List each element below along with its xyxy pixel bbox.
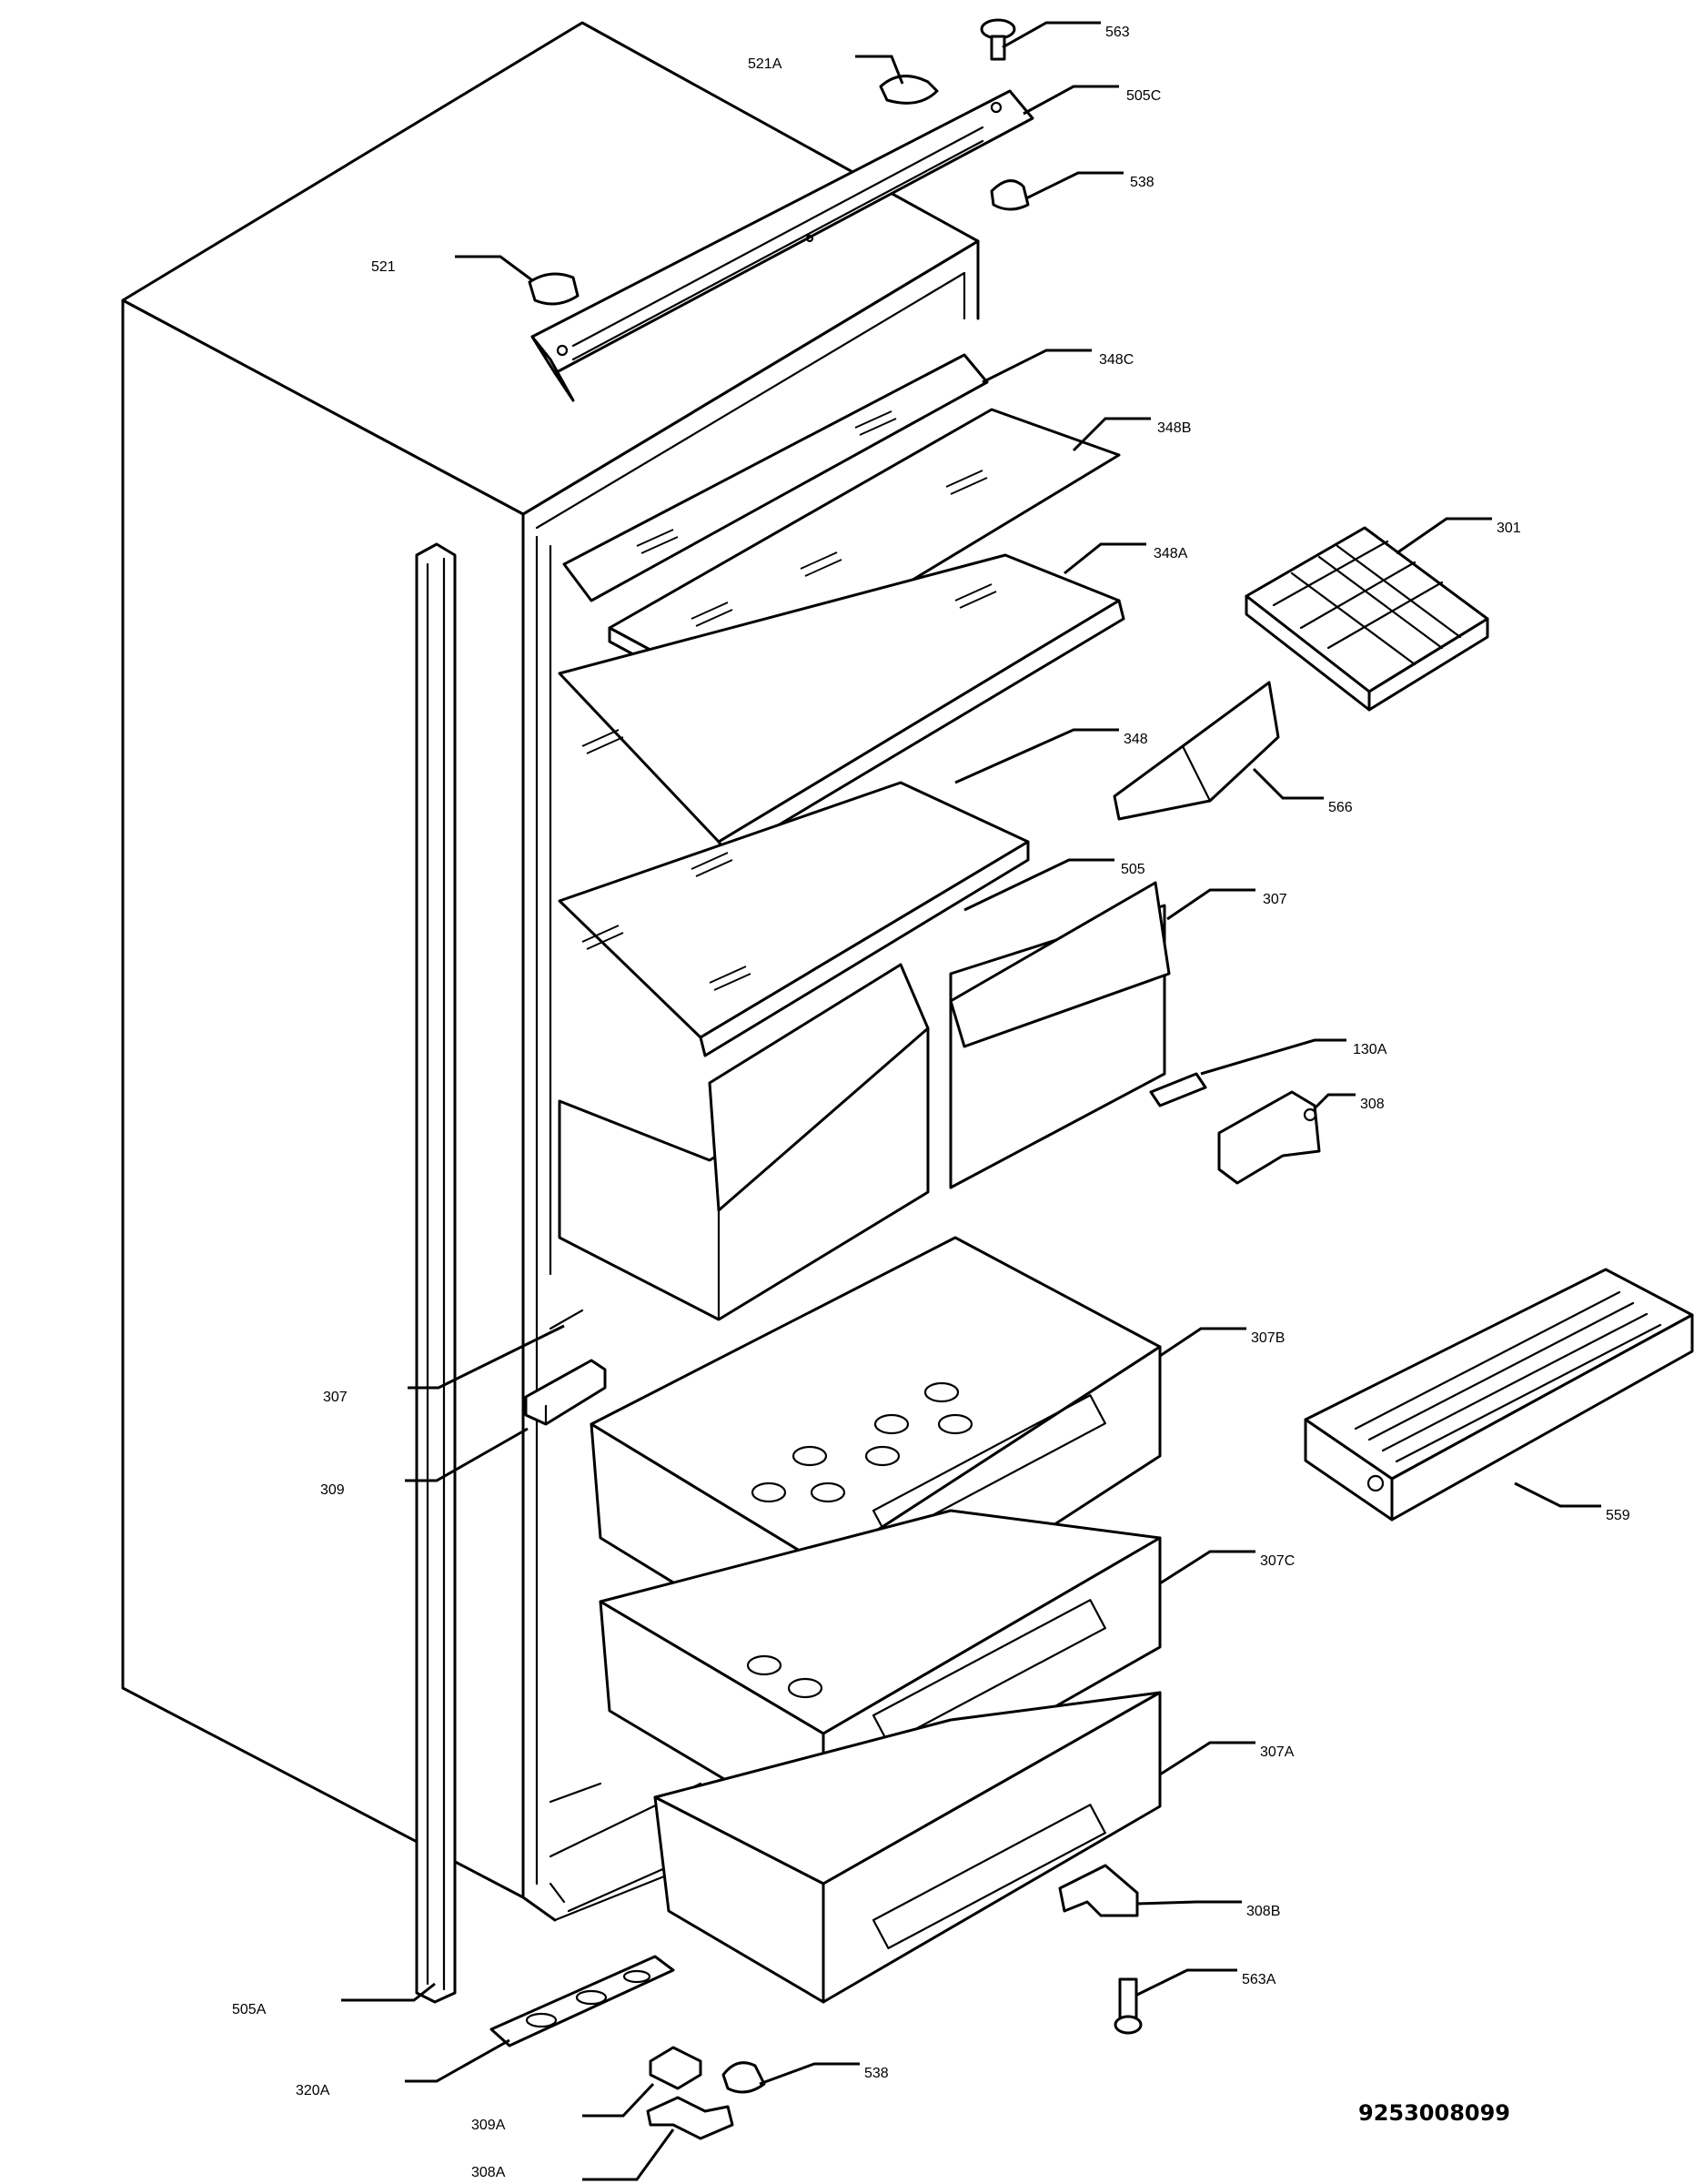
label-308a: 308A <box>471 2165 506 2180</box>
label-538-bottom: 538 <box>864 2066 889 2081</box>
label-563a: 563A <box>1242 1972 1276 1987</box>
ice-cube-tray-301 <box>1245 526 1489 712</box>
hinge-bracket-308b <box>1058 1864 1139 1917</box>
label-309: 309 <box>320 1482 345 1498</box>
door-seal-strip <box>415 542 457 2004</box>
part-labels: 563 521A 505C 538 521 348C 348B 301 348A… <box>232 25 1630 2180</box>
label-309a: 309A <box>471 2118 506 2133</box>
label-566: 566 <box>1328 800 1353 815</box>
glass-shelf-348 <box>558 781 1030 1057</box>
label-505c: 505C <box>1126 88 1161 104</box>
label-307-left: 307 <box>323 1390 348 1405</box>
defrost-tray-559 <box>1304 1268 1694 1522</box>
label-348b: 348B <box>1157 420 1191 436</box>
hinge-cap-521 <box>528 272 580 306</box>
hinge-cap-521a <box>879 75 939 105</box>
label-505a: 505A <box>232 2002 267 2017</box>
label-307a: 307A <box>1260 1744 1295 1760</box>
crisper-drawer-left <box>558 963 930 1321</box>
label-348: 348 <box>1124 732 1148 747</box>
label-538-top: 538 <box>1130 175 1154 190</box>
freezer-basket-307a <box>653 1691 1162 2004</box>
bottom-rail-320a <box>489 1955 675 2048</box>
glass-shelf-348a <box>558 553 1125 857</box>
label-521: 521 <box>371 259 396 275</box>
label-307b: 307B <box>1251 1330 1285 1346</box>
label-521a: 521A <box>748 56 782 72</box>
label-308: 308 <box>1360 1097 1385 1112</box>
label-307c: 307C <box>1260 1553 1295 1569</box>
ice-scraper-566 <box>1113 681 1280 821</box>
label-348a: 348A <box>1154 546 1188 561</box>
leader-lines <box>341 21 1601 2181</box>
top-rail-505c <box>530 89 1034 402</box>
label-505: 505 <box>1121 862 1145 877</box>
diagram-code: 9253008099 <box>1358 2100 1510 2126</box>
label-320a: 320A <box>296 2083 330 2098</box>
latch-130a <box>1149 1072 1207 1107</box>
clip-309 <box>524 1359 607 1426</box>
label-308b: 308B <box>1246 1904 1280 1919</box>
crisper-drawer-right <box>949 881 1171 1189</box>
clip-309a <box>649 2046 702 2090</box>
screw-563 <box>980 18 1016 61</box>
label-563: 563 <box>1105 25 1130 40</box>
label-559: 559 <box>1606 1508 1630 1523</box>
label-307: 307 <box>1263 892 1287 907</box>
label-130a: 130A <box>1353 1042 1387 1057</box>
hinge-bracket-308a <box>646 2096 734 2140</box>
hinge-pin-538-bottom <box>721 2061 766 2094</box>
label-301: 301 <box>1497 521 1521 536</box>
hinge-pin-538-top <box>990 179 1030 211</box>
hinge-bracket-308 <box>1217 1090 1321 1185</box>
label-348c: 348C <box>1099 352 1134 368</box>
screw-563a <box>1114 1977 1143 2035</box>
glass-shelf-348c <box>562 353 989 602</box>
